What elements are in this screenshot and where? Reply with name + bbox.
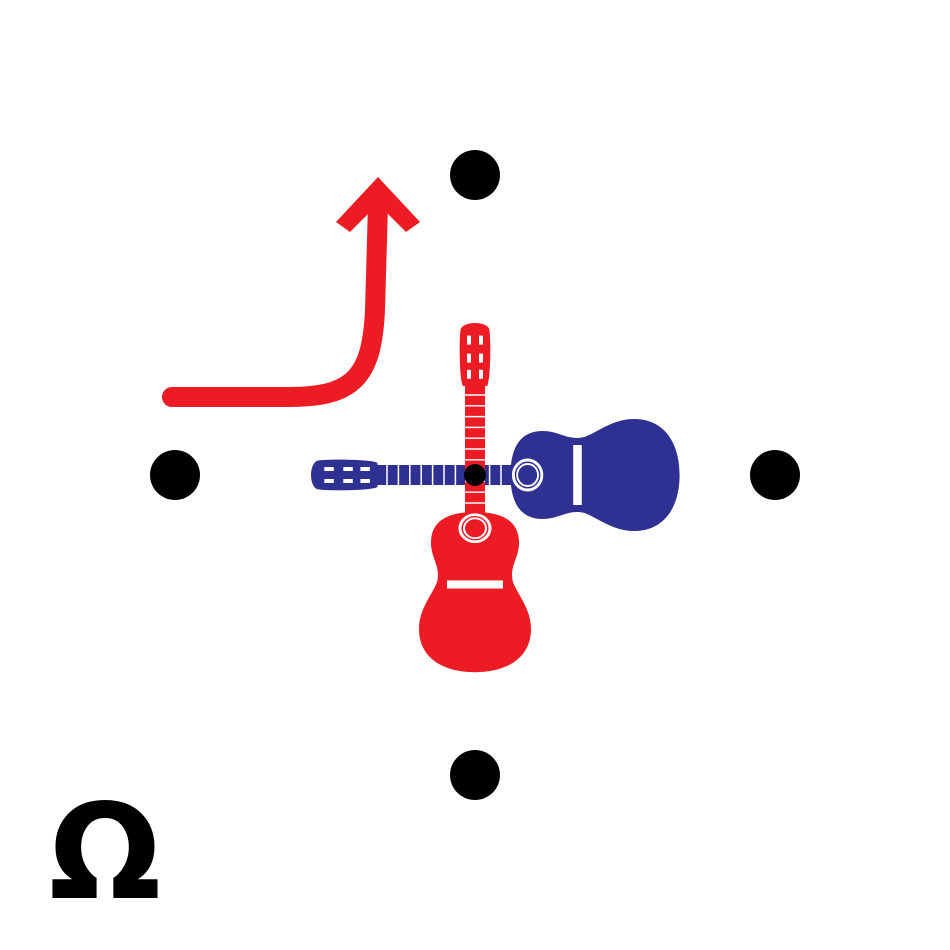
- dot-center: [464, 464, 486, 486]
- dot-left: [150, 450, 200, 500]
- turn-up-arrow-icon: [162, 177, 420, 407]
- omega-symbol: Ω: [49, 776, 161, 930]
- dot-right: [750, 450, 800, 500]
- dot-top: [450, 150, 500, 200]
- red-guitar-icon: [419, 323, 531, 673]
- dot-bottom: [450, 750, 500, 800]
- blue-guitar-icon: [311, 419, 680, 531]
